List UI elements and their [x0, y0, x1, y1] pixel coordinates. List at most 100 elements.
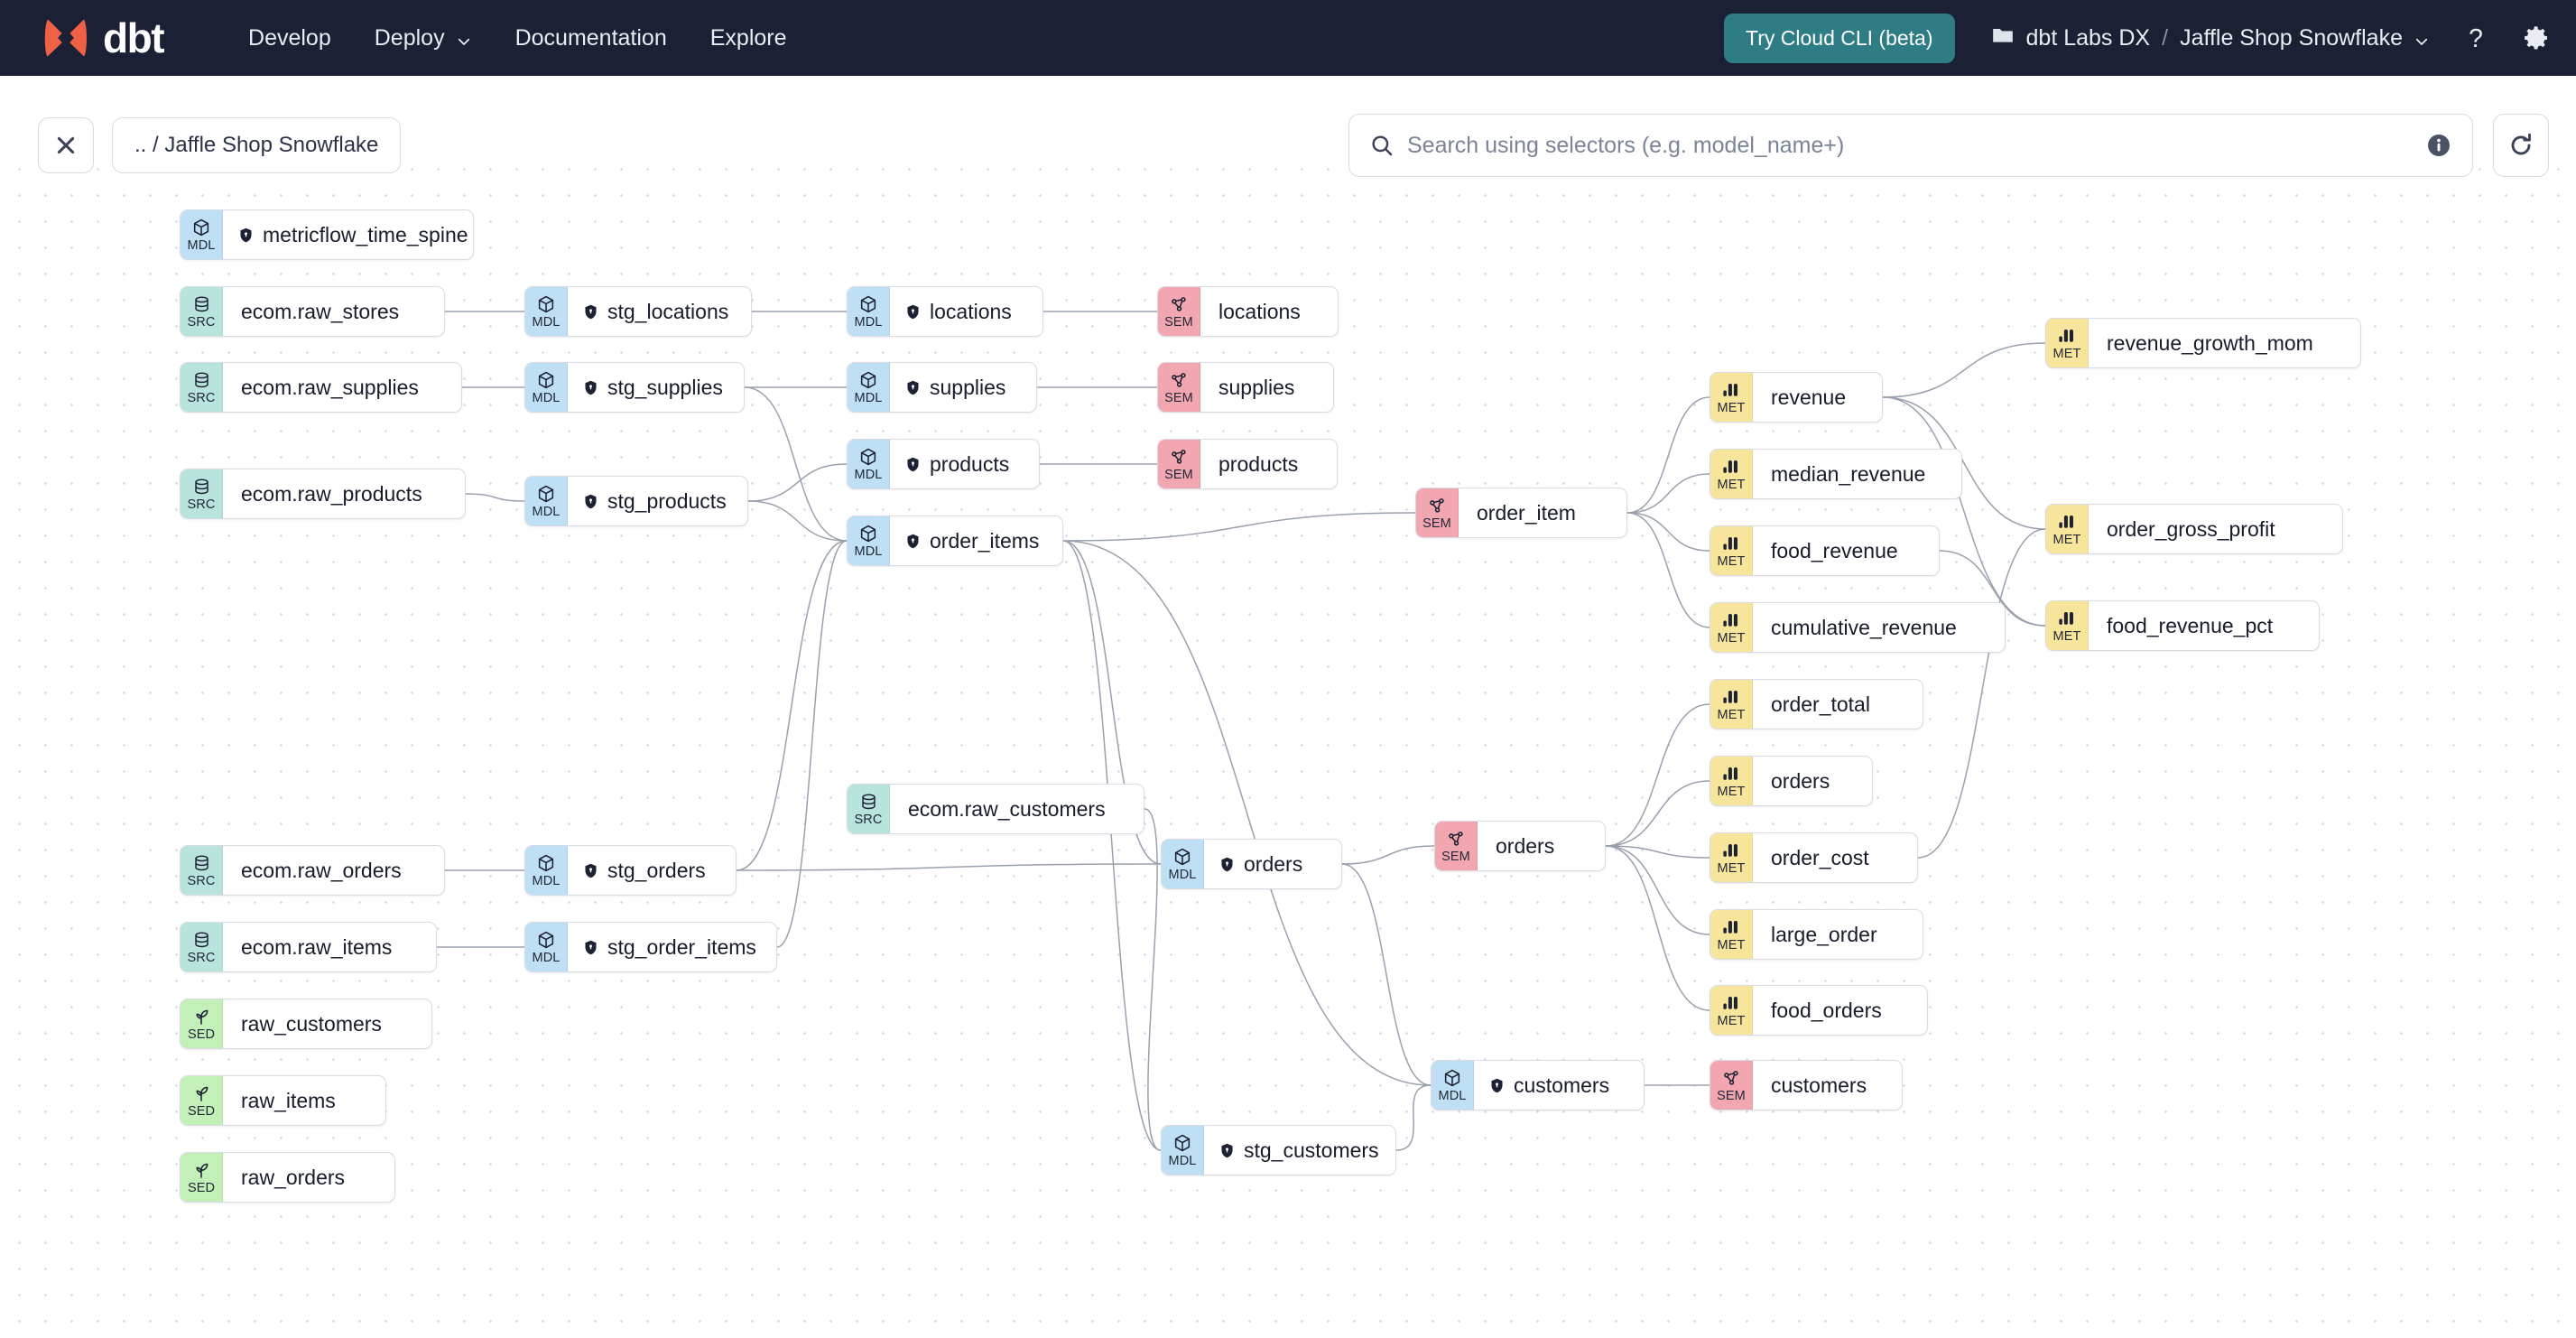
breadcrumb[interactable]: .. / Jaffle Shop Snowflake [112, 117, 402, 173]
node-type-label: MDL [854, 390, 883, 405]
node-body: stg_products [568, 477, 743, 525]
graph-edge [1917, 528, 2046, 859]
node-label: products [930, 451, 1010, 476]
node-graph-icon [1169, 294, 1189, 314]
node-type-badge-mdl: MDL [848, 363, 890, 412]
node-type-label: MET [2052, 628, 2081, 644]
node-type-badge-met: MET [1710, 833, 1753, 882]
node-body: stg_order_items [568, 923, 773, 971]
node-type-label: SEM [1164, 314, 1193, 330]
node-type-label: MDL [532, 314, 561, 330]
bar-chart-icon [1721, 457, 1741, 477]
folder-icon [1991, 23, 2015, 53]
node-type-badge-met: MET [1710, 910, 1753, 959]
node-type-label: MET [1717, 707, 1746, 722]
node-type-label: MET [2052, 346, 2081, 361]
node-body: revenue [1753, 373, 1862, 422]
node-type-badge-sed: SED [181, 1076, 223, 1125]
nav-item-documentation[interactable]: Documentation [494, 25, 689, 51]
node-type-badge-met: MET [1710, 757, 1753, 805]
gear-icon[interactable] [2522, 23, 2551, 52]
search-input[interactable] [1407, 132, 2425, 159]
nav-item-develop[interactable]: Develop [227, 25, 353, 51]
dbt-logo[interactable]: dbt [38, 13, 165, 63]
close-icon[interactable] [38, 117, 94, 173]
refresh-icon[interactable] [2493, 114, 2549, 177]
node-label: raw_customers [241, 1011, 382, 1036]
question-mark-icon[interactable]: ? [2460, 23, 2491, 53]
graph-edge [1626, 512, 1710, 552]
node-type-badge-mdl: MDL [525, 846, 568, 895]
node-body: ecom.raw_stores [223, 287, 415, 336]
cube-icon [536, 853, 556, 873]
shield-icon [1219, 1142, 1236, 1159]
search-bar[interactable] [1348, 114, 2473, 177]
graph-edge [1062, 512, 1416, 542]
node-body: customers [1474, 1061, 1626, 1110]
graph-node-met_order_cost[interactable]: MET order_cost [1710, 832, 1918, 883]
graph-edge [1395, 1084, 1432, 1151]
info-icon[interactable] [2425, 132, 2452, 159]
nav-item-explore[interactable]: Explore [689, 25, 809, 51]
nav-item-deploy[interactable]: Deploy [353, 25, 494, 51]
account-name[interactable]: dbt Labs DX [2025, 24, 2151, 51]
shield-icon [237, 227, 255, 244]
node-body: raw_customers [223, 999, 398, 1048]
node-type-label: MET [1717, 937, 1746, 952]
node-type-badge-src: SRC [181, 923, 223, 971]
node-type-badge-src: SRC [181, 287, 223, 336]
node-body: orders [1753, 757, 1846, 805]
primary-nav-links: Develop Deploy Documentation Explore [227, 25, 808, 51]
node-label: ecom.raw_supplies [241, 375, 419, 399]
node-label: order_cost [1771, 845, 1869, 869]
bar-chart-icon [1721, 610, 1741, 630]
node-type-label: SRC [187, 873, 216, 888]
try-cloud-cli-button[interactable]: Try Cloud CLI (beta) [1724, 13, 1955, 63]
node-type-badge-mdl: MDL [848, 516, 890, 565]
database-icon [192, 930, 211, 950]
project-selector[interactable]: Jaffle Shop Snowflake [2180, 25, 2430, 51]
node-type-badge-sem: SEM [1416, 488, 1459, 537]
graph-edge [1882, 396, 2046, 530]
